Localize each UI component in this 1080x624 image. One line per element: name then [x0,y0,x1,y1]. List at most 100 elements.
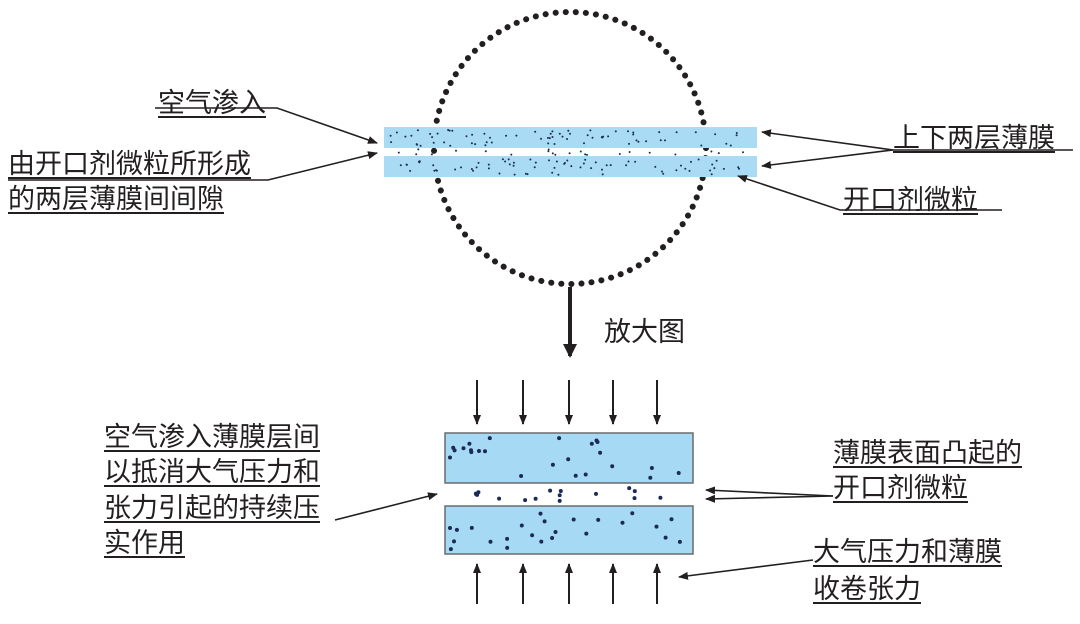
antiblock-particle [632,489,637,494]
antiblock-particle [594,438,599,443]
antiblock-particle [431,136,434,139]
antiblock-particle [489,136,491,139]
antiblock-particle [579,150,582,153]
antiblock-particle [584,158,587,161]
antiblock-particle [634,160,637,163]
antiblock-particle [538,511,543,516]
antiblock-particle [610,464,615,469]
antiblock-particle [461,446,466,451]
antiblock-particle [505,134,508,137]
antiblock-particle [567,129,570,132]
antiblock-particle [454,168,457,171]
antiblock-particle [455,149,457,152]
antiblock-particle [448,547,453,552]
antiblock-particle [590,167,593,170]
antiblock-particle [550,462,555,467]
antiblock-particle [505,545,510,550]
antiblock-particle [711,163,714,166]
antiblock-particle [557,498,562,503]
antiblock-particle [397,151,400,154]
antiblock-particle [677,539,682,544]
two-films-label: 上下两层薄膜 [893,123,1055,154]
gap-leader [8,151,378,181]
antiblock-particle [710,150,713,153]
antiblock-particle [548,137,551,140]
antiblock-particle [717,152,720,155]
antiblock-particle [645,140,648,143]
antiblock-particle [448,129,451,132]
antiblock-particle [697,158,700,161]
antiblock-particle [627,486,632,491]
antiblock-particle [618,153,621,155]
antiblock-particle [566,457,571,462]
bumps-leader-b [705,494,834,503]
antiblock-particle [630,511,635,516]
antiblock-particle [515,134,518,137]
antiblock-particle [467,441,472,446]
antiblock-particle [570,165,573,168]
antiblock-particle [566,138,568,140]
antiblock-particle [451,445,456,450]
antiblock-particle [737,166,740,169]
antiblock-particle [534,161,537,164]
antiblock-particle [410,134,413,137]
antiblock-particle [669,517,674,522]
antiblock-particle [596,517,601,522]
antiblock-particle [553,166,556,169]
antiblock-particle [504,160,507,163]
antiblock-particle [676,471,681,475]
antiblock-particle [470,168,473,170]
antiblock-particle [680,164,682,167]
lower-film-leader [761,149,894,169]
antiblock-particle [454,527,459,532]
antiblock-particle [551,136,554,138]
antiblock-particle [601,168,603,171]
antiblock-particle [742,151,744,154]
antiblock-particle [659,139,662,142]
antiblock-particle [715,159,718,162]
antiblock-particle [553,143,556,145]
antiblock-particle [547,150,550,153]
antiblock-particle [675,169,678,172]
antiblock-particle [586,153,588,156]
antiblock-particle [738,167,740,170]
antiblock-particle [713,167,716,170]
antiblock-particle [519,474,524,478]
antiblock-particle [648,475,653,480]
antiblock-particle [519,523,524,528]
antiblock-particle [432,164,435,167]
air-between-line4: 实作用 [104,528,185,559]
antiblock-particle [429,132,432,135]
antiblock-particle [649,466,654,470]
antiblock-particle [637,140,640,143]
antiblock-particle [554,153,557,156]
antiblock-particle [558,132,561,135]
antiblock-particle [460,166,462,169]
antiblock-particle [512,161,515,164]
antiblock-particle [548,488,553,493]
antiblock-particle [501,158,504,161]
antiblock-particle [548,159,550,162]
antiblock-particle [550,536,555,540]
antiblock-particle [539,539,544,544]
antiblock-particle [605,164,608,167]
film-particles-large [448,436,682,552]
antiblock-particle [648,151,651,154]
antiblock-particle [601,136,604,139]
antiblock-particle [449,144,452,147]
antiblock-particle [674,153,677,156]
antiblock-particle [542,519,547,524]
antiblock-particle [591,136,594,139]
antiblock-particle [488,539,493,544]
upper-film-small [384,127,757,148]
antiblock-particle [662,172,665,175]
antiblock-particle [735,134,738,137]
antiblock-particle [484,150,487,153]
antiblock-particle [389,134,392,137]
bumps-leader-a [705,486,834,497]
antiblock-particle [415,153,418,156]
antiblock-particle [465,135,468,138]
antiblock-particle [526,173,529,176]
antiblock-particle [510,153,513,156]
